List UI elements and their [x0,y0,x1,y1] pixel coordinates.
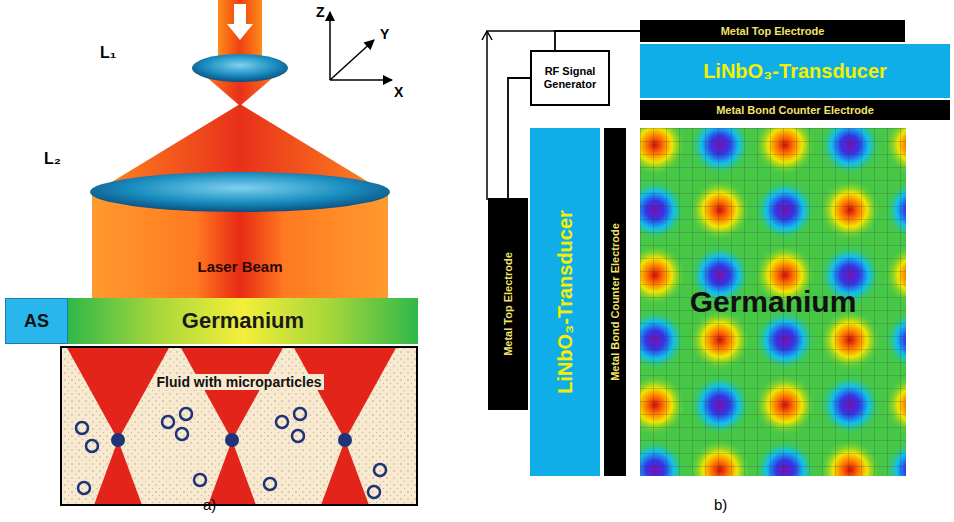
acoustic-field-map [640,128,906,476]
microparticle [162,416,174,428]
wire-arrowhead [482,31,492,40]
germanium-plate: Germanium [640,128,906,476]
lens-label: L₁ [100,44,116,62]
microparticle [292,430,304,442]
focused-beams [66,346,397,505]
microparticle [294,408,306,420]
microparticle [264,478,276,490]
microparticles [76,408,386,498]
node-label: RF Signal Generator [532,65,608,90]
counter-electrode: Metal Bond Counter Electrode [640,100,950,120]
node-label: LiNbO₃-Transducer [554,210,577,394]
fluid-chamber: Fluid with microparticles [60,346,418,506]
y-axis [330,40,374,80]
microparticle [374,464,386,476]
node-label: LiNbO₃-Transducer [700,60,890,83]
axis-label: Y [380,26,389,42]
focus-cone [94,440,142,505]
focus-cone [293,346,397,440]
node-label: Fluid with microparticles [154,374,325,390]
panel-label: b) [714,496,727,513]
input-beam [218,0,262,62]
node-label: Laser Beam [194,258,285,275]
node-label: AS [21,311,52,332]
x-axis [330,79,392,81]
microparticle [194,474,206,486]
node-label: Metal Top Electrode [718,25,828,38]
focus-cone [180,346,284,440]
trapped-particle [338,433,352,447]
axis-label: X [394,84,403,100]
rf-wire [508,78,530,198]
node-label: Germanium [687,285,860,320]
microparticle [176,428,188,440]
rf-generator-box: RF Signal Generator [530,50,610,106]
microparticle [180,408,192,420]
germanium-band: Germanium [68,298,418,344]
lens-label: L₂ [44,150,61,168]
fluid-ground [60,346,418,506]
microparticle [276,416,288,428]
field-grid [640,128,906,476]
microparticle [86,440,98,452]
node-label: Germanium [179,308,307,333]
axis-label: Z [316,4,325,20]
transducer-bar: LiNbO₃-Transducer [530,128,600,476]
rf-wire [555,31,640,50]
node-label: Metal Bond Counter Electrode [609,223,622,381]
node-label: Metal Top Electrode [502,252,515,356]
lens-l2 [90,172,390,212]
node-label: Metal Bond Counter Electrode [713,104,877,117]
microparticle [76,422,88,434]
panel-label: a) [203,496,216,513]
acoustic-source-box: AS [5,298,68,344]
lens-l1 [192,54,288,82]
microparticle [78,482,90,494]
transducer-bar: LiNbO₃-Transducer [640,44,950,98]
focus-cone [208,440,256,505]
top-electrode: Metal Top Electrode [488,198,528,410]
trapped-particle [225,433,239,447]
counter-electrode: Metal Bond Counter Electrode [604,128,626,476]
microparticle [368,486,380,498]
z-axis [329,12,331,80]
beam-region: Laser Beam [92,205,388,297]
focus-cone [66,346,170,440]
focus-cone [321,440,369,505]
beam-direction-arrow [227,4,253,40]
trapped-particle [111,433,125,447]
top-electrode: Metal Top Electrode [640,20,905,42]
